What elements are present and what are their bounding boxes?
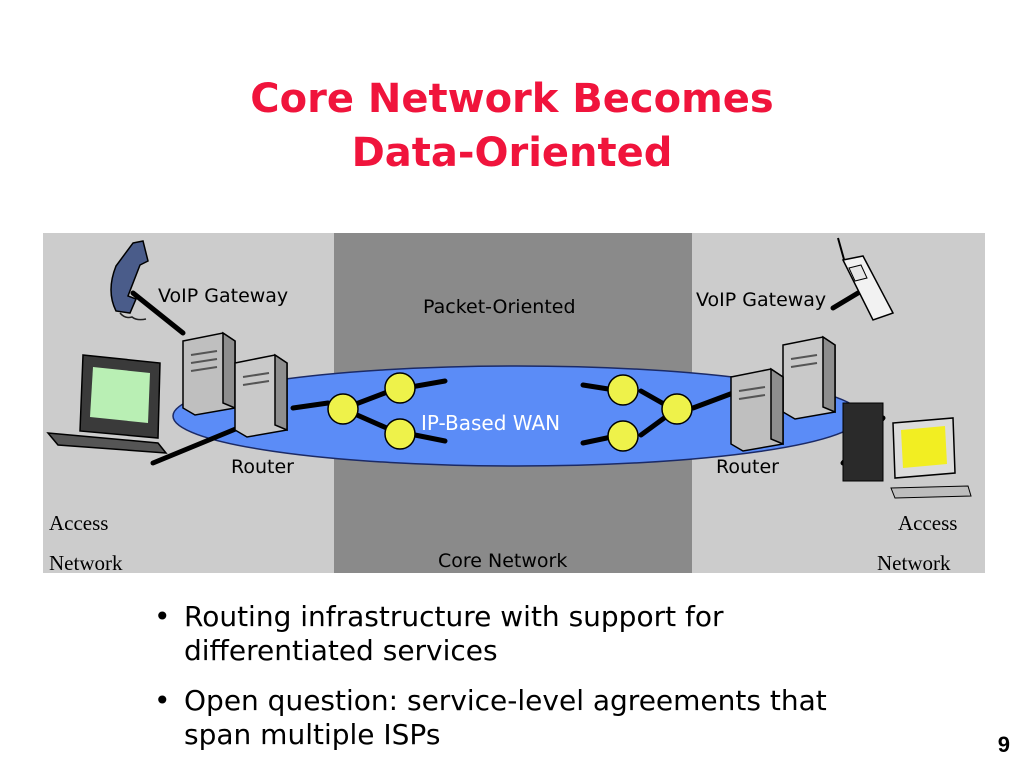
network-diagram: VoIP Gateway Packet-Oriented VoIP Gatewa… — [43, 233, 985, 575]
network-diagram-graphic — [43, 233, 985, 573]
wan-node — [384, 372, 416, 404]
bullet-marker: • — [154, 600, 171, 633]
bullet-item: • Open question: service-level agreement… — [150, 684, 950, 752]
left-router-label: Router — [231, 456, 294, 478]
laptop-icon — [46, 354, 168, 454]
bullet-item: • Routing infrastructure with support fo… — [150, 600, 950, 668]
slide-title: Core Network Becomes Data-Oriented — [0, 72, 1024, 180]
right-access-label-line2: Network — [877, 551, 951, 575]
packet-oriented-label: Packet-Oriented — [423, 296, 576, 318]
left-voip-gateway-label: VoIP Gateway — [158, 285, 289, 307]
bullet-text-line: span multiple ISPs — [184, 718, 441, 751]
left-access-label-line2: Network — [49, 551, 123, 575]
wan-node — [661, 393, 693, 425]
left-access-label-line1: Access — [49, 511, 109, 535]
telephone-icon — [110, 240, 149, 321]
bullet-marker: • — [154, 684, 171, 717]
right-access-label-line1: Access — [898, 511, 958, 535]
wan-node — [384, 418, 416, 450]
slide-title-line1: Core Network Becomes — [250, 76, 774, 122]
wan-node — [327, 393, 359, 425]
server-tower-icon — [234, 353, 288, 438]
wan-node — [607, 420, 639, 452]
cellphone-icon — [837, 237, 895, 321]
ip-based-wan-label: IP-Based WAN — [421, 411, 561, 435]
core-network-label: Core Network — [438, 550, 568, 572]
desktop-computer-icon — [842, 402, 972, 499]
bullet-text-line: Routing infrastructure with support for — [184, 600, 724, 633]
bullet-text-line: differentiated services — [184, 634, 498, 667]
bullet-text-line: Open question: service-level agreements … — [184, 684, 827, 717]
server-tower-icon — [730, 367, 784, 452]
bullet-list: • Routing infrastructure with support fo… — [150, 600, 950, 768]
server-tower-icon — [782, 335, 836, 420]
right-voip-gateway-label: VoIP Gateway — [696, 289, 827, 311]
page-number: 9 — [997, 732, 1010, 757]
server-tower-icon — [182, 331, 236, 416]
wan-nodes — [327, 372, 693, 452]
right-router-label: Router — [716, 456, 779, 478]
wan-node — [607, 374, 639, 406]
slide-title-line2: Data-Oriented — [351, 130, 673, 176]
